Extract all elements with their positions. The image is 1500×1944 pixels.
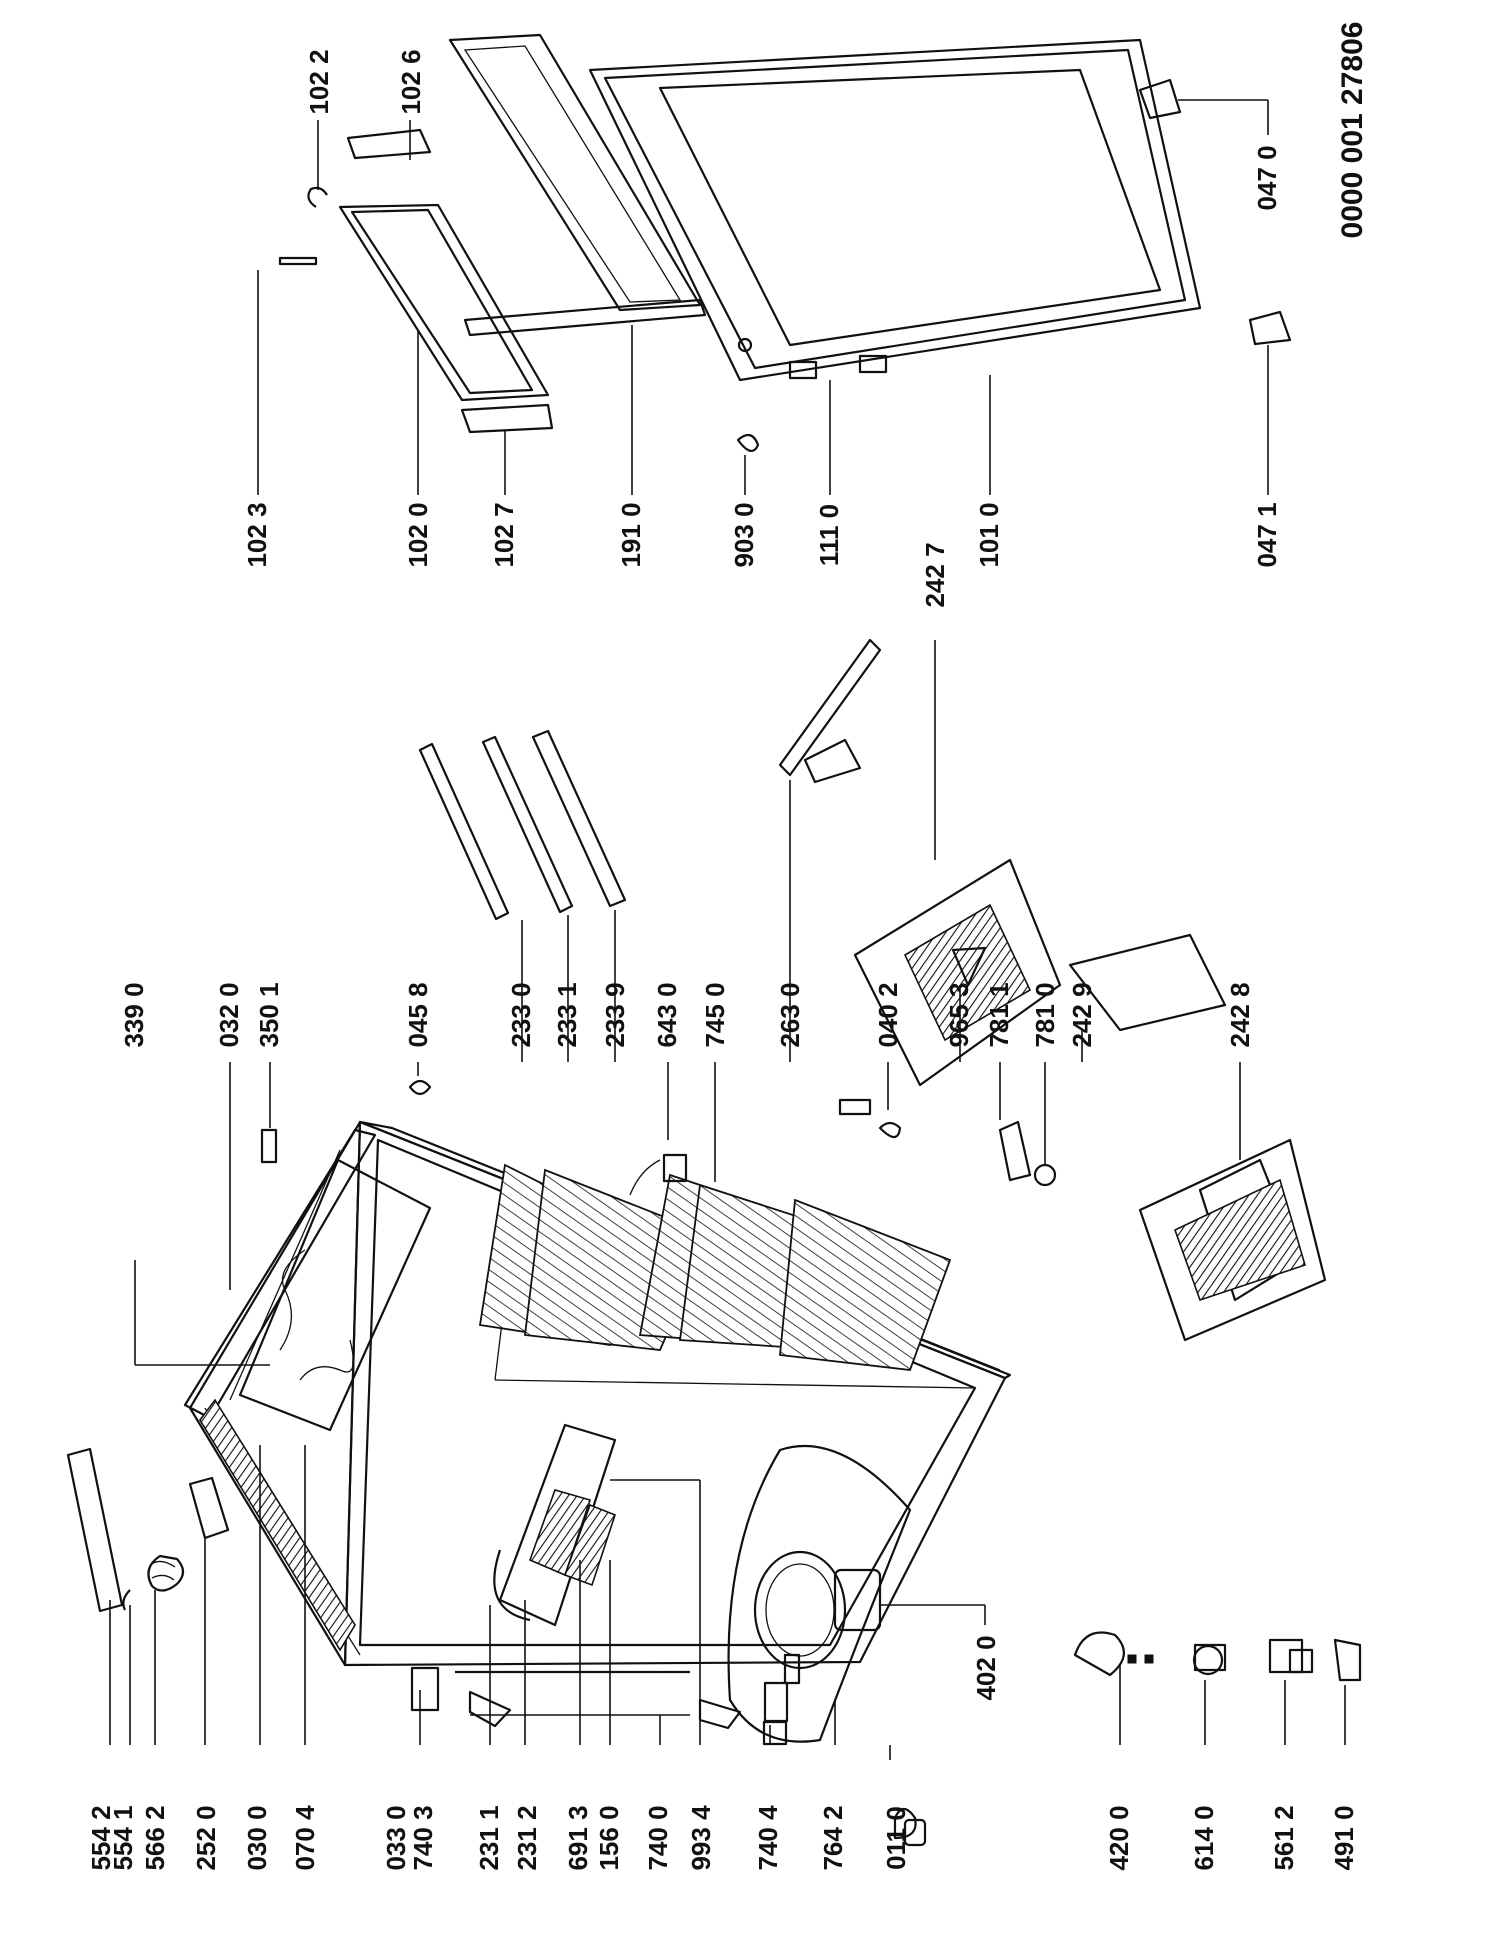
shelf-rails: [418, 729, 627, 921]
part-label-2330: 233 0: [506, 982, 536, 1047]
part-label-5612: 561 2: [1269, 1805, 1299, 1870]
part-label-0320: 032 0: [214, 982, 244, 1047]
part-label-0470: 047 0: [1252, 145, 1282, 210]
part-label-1010: 101 0: [974, 502, 1004, 567]
part-label-3390: 339 0: [119, 982, 149, 1047]
part-label-5662: 566 2: [140, 1805, 170, 1870]
part-label-6140: 614 0: [1189, 1805, 1219, 1870]
part-label-7811: 781 1: [984, 982, 1014, 1047]
accessory-parts: [1073, 1631, 1362, 1682]
part-label-0110: 011 0: [881, 1806, 911, 1870]
compressor-area: [727, 1444, 912, 1743]
wire-shelves: [478, 1163, 952, 1371]
callout-labels: 554 2 554 1 566 2 252 0 030 0 070 4 033 …: [86, 22, 1369, 1871]
part-label-4020: 402 0: [971, 1635, 1001, 1700]
leader-lines: [109, 99, 1346, 1760]
door: [588, 38, 1202, 382]
part-label-2311: 231 1: [474, 1805, 504, 1870]
part-label-6913: 691 3: [563, 1805, 593, 1870]
upper-left-small-parts: [66, 1447, 230, 1613]
part-label-1110: 111 0: [814, 504, 844, 566]
part-label-0402: 040 2: [873, 982, 903, 1047]
part-label-1026: 102 6: [396, 49, 426, 114]
part-label-7403: 740 3: [408, 1805, 438, 1870]
part-label-3501: 350 1: [254, 982, 284, 1047]
part-label-2630: 263 0: [775, 982, 805, 1047]
part-label-0300: 030 0: [242, 1805, 272, 1870]
part-label-1910: 191 0: [616, 502, 646, 567]
part-label-5541: 554 1: [108, 1805, 138, 1870]
crisper-drawers: [778, 638, 1327, 1342]
door-fixings: [736, 78, 1292, 452]
part-label-2428: 242 8: [1225, 982, 1255, 1047]
part-label-4200: 420 0: [1104, 1805, 1134, 1870]
part-label-7450: 745 0: [700, 982, 730, 1047]
part-label-0458: 045 8: [403, 982, 433, 1047]
part-label-5542: 554 2: [86, 1805, 116, 1870]
part-label-2427: 242 7: [920, 542, 950, 607]
part-label-2429: 242 9: [1067, 982, 1097, 1047]
part-label-6430: 643 0: [652, 982, 682, 1047]
part-label-1022: 102 2: [304, 49, 334, 114]
part-label-1020: 102 0: [403, 502, 433, 567]
part-label-9653: 965 3: [944, 982, 974, 1047]
part-label-7642: 764 2: [818, 1805, 848, 1870]
worktop: [183, 1128, 432, 1652]
part-label-9934: 993 4: [686, 1805, 716, 1871]
part-label-1023: 102 3: [242, 502, 272, 567]
part-label-0704: 070 4: [290, 1805, 320, 1871]
control-unit: [493, 1423, 617, 1627]
part-label-1027: 102 7: [489, 502, 519, 567]
door-shelf: [278, 128, 554, 434]
part-label-2331: 233 1: [552, 982, 582, 1047]
document-number: 0000 001 27806: [1336, 22, 1369, 239]
part-label-2312: 231 2: [512, 1805, 542, 1870]
drawing: [66, 33, 1362, 1847]
part-label-7404: 740 4: [753, 1805, 783, 1871]
part-label-2339: 233 9: [600, 982, 630, 1047]
part-label-7400: 740 0: [643, 1805, 673, 1870]
part-label-4910: 491 0: [1329, 1805, 1359, 1870]
part-label-0330: 033 0: [381, 1805, 411, 1870]
part-label-0471: 047 1: [1252, 502, 1282, 567]
part-label-7810: 781 0: [1030, 982, 1060, 1047]
part-label-1560: 156 0: [594, 1805, 624, 1870]
door-gasket: [448, 33, 707, 337]
part-label-2520: 252 0: [191, 1805, 221, 1870]
part-label-9030: 903 0: [729, 502, 759, 567]
